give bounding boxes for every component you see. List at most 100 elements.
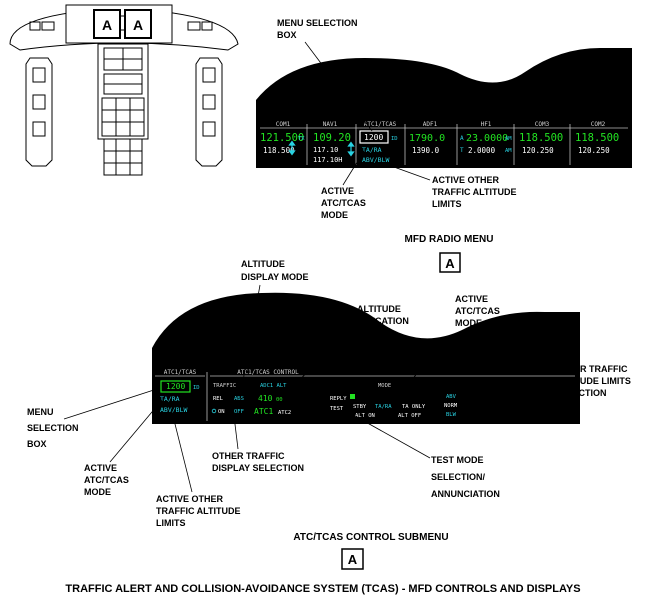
traffic-on-option[interactable]: ON xyxy=(218,409,225,415)
hf1-active-frequency[interactable]: 23.0000 xyxy=(466,133,508,144)
callout-other-traffic-limits-3: SELECTION xyxy=(555,388,607,398)
callout-active-limits-left-2: TRAFFIC ALTITUDE xyxy=(156,506,241,516)
radio-menu-columns xyxy=(260,124,628,165)
nav-transfer-arrow-icon xyxy=(347,141,355,157)
hf1-standby-prefix: T xyxy=(460,147,464,154)
radio-menu-display xyxy=(256,48,632,168)
radio-header-atc1-tcas: ATC1/TCAS xyxy=(364,121,397,128)
stby-option[interactable]: STBY xyxy=(353,404,367,410)
radio-menu-badge: A xyxy=(445,256,455,271)
tara-option[interactable]: TA/RA xyxy=(375,404,392,410)
nav1-standby-frequency[interactable]: 117.10 xyxy=(313,146,338,154)
control-active-mode: TA/RA xyxy=(160,395,180,403)
traffic-label: TRAFFIC xyxy=(213,383,236,389)
blw-option[interactable]: BLW xyxy=(446,412,457,418)
callout-active-atc-mode-3: MODE xyxy=(321,210,348,220)
alt-off-option[interactable]: ALT OFF xyxy=(398,413,421,419)
atc-active-limits: ABV/BLW xyxy=(362,156,389,164)
com1-active-frequency[interactable]: 121.500 xyxy=(260,132,304,144)
com2-active-frequency[interactable]: 118.500 xyxy=(575,132,619,144)
traffic-off-option[interactable]: OFF xyxy=(234,409,244,415)
control-active-limits: ABV/BLW xyxy=(160,406,187,414)
callout-menu-selection-box: MENU SELECTION xyxy=(277,18,358,28)
callout-active-limits-3: LIMITS xyxy=(432,199,462,209)
reply-label: REPLY xyxy=(330,396,347,402)
control-menu-selection-box[interactable] xyxy=(160,380,191,393)
leader-line xyxy=(171,411,193,493)
control-squawk-code[interactable]: 1200 xyxy=(166,382,185,391)
radio-header-com2: COM2 xyxy=(591,121,606,128)
atc1-option[interactable]: ATC1 xyxy=(254,407,273,416)
alt-on-option[interactable]: ALT ON xyxy=(355,413,375,419)
callout-active-atc-mode-submenu-2: ATC/TCAS xyxy=(455,306,500,316)
altitude-abs-option[interactable]: ABS xyxy=(234,396,244,402)
leader-line xyxy=(109,399,163,463)
test-option[interactable]: TEST xyxy=(330,406,344,412)
leader-line xyxy=(233,415,239,450)
leader-line xyxy=(239,284,261,399)
ta-only-option[interactable]: TA ONLY xyxy=(402,404,426,410)
hf1-standby-suffix: AM xyxy=(505,148,512,154)
submenu-badge-box xyxy=(341,548,364,570)
callout-other-traffic-display: OTHER TRAFFIC xyxy=(212,451,285,461)
norm-option[interactable]: NORM xyxy=(444,403,458,409)
callout-active-atc-mode-submenu-3: MODE xyxy=(455,318,482,328)
callout-active-atc-mode-left-3: MODE xyxy=(84,487,111,497)
altitude-source-label: ADC1 ALT xyxy=(260,383,287,389)
callout-active-atc-mode-left: ACTIVE xyxy=(84,463,117,473)
callout-active-atc-mode-2: ATC/TCAS xyxy=(321,198,366,208)
transfer-arrow-icon xyxy=(288,140,296,156)
leader-line xyxy=(271,327,373,399)
callout-other-traffic-limits: OTHER TRAFFIC xyxy=(555,364,628,374)
callout-active-limits-left: ACTIVE OTHER xyxy=(156,494,224,504)
com3-standby-frequency[interactable]: 120.250 xyxy=(522,146,554,155)
radio-menu-selection-box[interactable] xyxy=(359,130,389,144)
nav1-extra-frequency[interactable]: 117.10H xyxy=(313,156,343,164)
nav1-active-frequency[interactable]: 109.20 xyxy=(313,132,351,144)
atc-id-tag: ID xyxy=(391,136,398,142)
radio-header-com1: COM1 xyxy=(276,121,291,128)
atc-squawk-code[interactable]: 1200 xyxy=(364,133,383,142)
callout-other-traffic-display-2: DISPLAY SELECTION xyxy=(212,463,304,473)
leader-line xyxy=(457,382,553,397)
radio-header-com3: COM3 xyxy=(535,121,550,128)
mode-label: MODE xyxy=(378,383,391,389)
callout-active-limits-2: TRAFFIC ALTITUDE xyxy=(432,187,517,197)
cockpit-overview xyxy=(9,4,239,176)
com3-active-frequency[interactable]: 118.500 xyxy=(519,132,563,144)
callout-altitude-indication: ALTITUDE xyxy=(357,304,401,314)
callout-test-mode-3: ANNUNCIATION xyxy=(431,489,500,499)
submenu-badge: A xyxy=(348,552,358,567)
leader-line xyxy=(304,41,373,132)
reply-annunciator-icon xyxy=(350,394,355,399)
submenu-title: ATC/TCAS CONTROL SUBMENU xyxy=(293,532,448,543)
hf1-standby-frequency[interactable]: 2.0000 xyxy=(468,146,496,155)
control-submenu-display xyxy=(152,292,580,424)
atc2-option[interactable]: ATC2 xyxy=(278,410,291,416)
callout-altitude-display-mode-2: DISPLAY MODE xyxy=(241,272,309,282)
control-id-tag: ID xyxy=(193,385,200,391)
abv-option[interactable]: ABV xyxy=(446,394,457,400)
callout-menu-selection-box-2: BOX xyxy=(277,30,297,40)
com1-standby-frequency[interactable]: 118.500 xyxy=(263,146,295,155)
radio-header-adf1: ADF1 xyxy=(423,121,438,128)
callout-active-atc-mode: ACTIVE xyxy=(321,186,354,196)
leader-line xyxy=(345,410,431,459)
leader-line xyxy=(342,150,365,186)
leader-line xyxy=(384,329,469,403)
callout-test-mode-2: SELECTION/ xyxy=(431,472,486,482)
radio-header-nav1: NAV1 xyxy=(323,121,338,128)
panel-label-right: A xyxy=(133,17,143,33)
hf1-active-suffix: AM xyxy=(505,136,512,142)
traffic-toggle-icon xyxy=(211,408,217,414)
com2-standby-frequency[interactable]: 120.250 xyxy=(578,146,610,155)
adf1-active-frequency[interactable]: 1790.0 xyxy=(409,133,445,144)
adf1-standby-frequency[interactable]: 1390.0 xyxy=(412,146,440,155)
callout-active-atc-mode-submenu: ACTIVE xyxy=(455,294,488,304)
panel-label-left: A xyxy=(102,17,112,33)
callout-altitude-display-mode: ALTITUDE xyxy=(241,259,285,269)
altitude-rel-option[interactable]: REL xyxy=(213,396,224,402)
callout-active-limits: ACTIVE OTHER xyxy=(432,175,500,185)
callout-menu-selection-box-left-3: BOX xyxy=(27,439,47,449)
